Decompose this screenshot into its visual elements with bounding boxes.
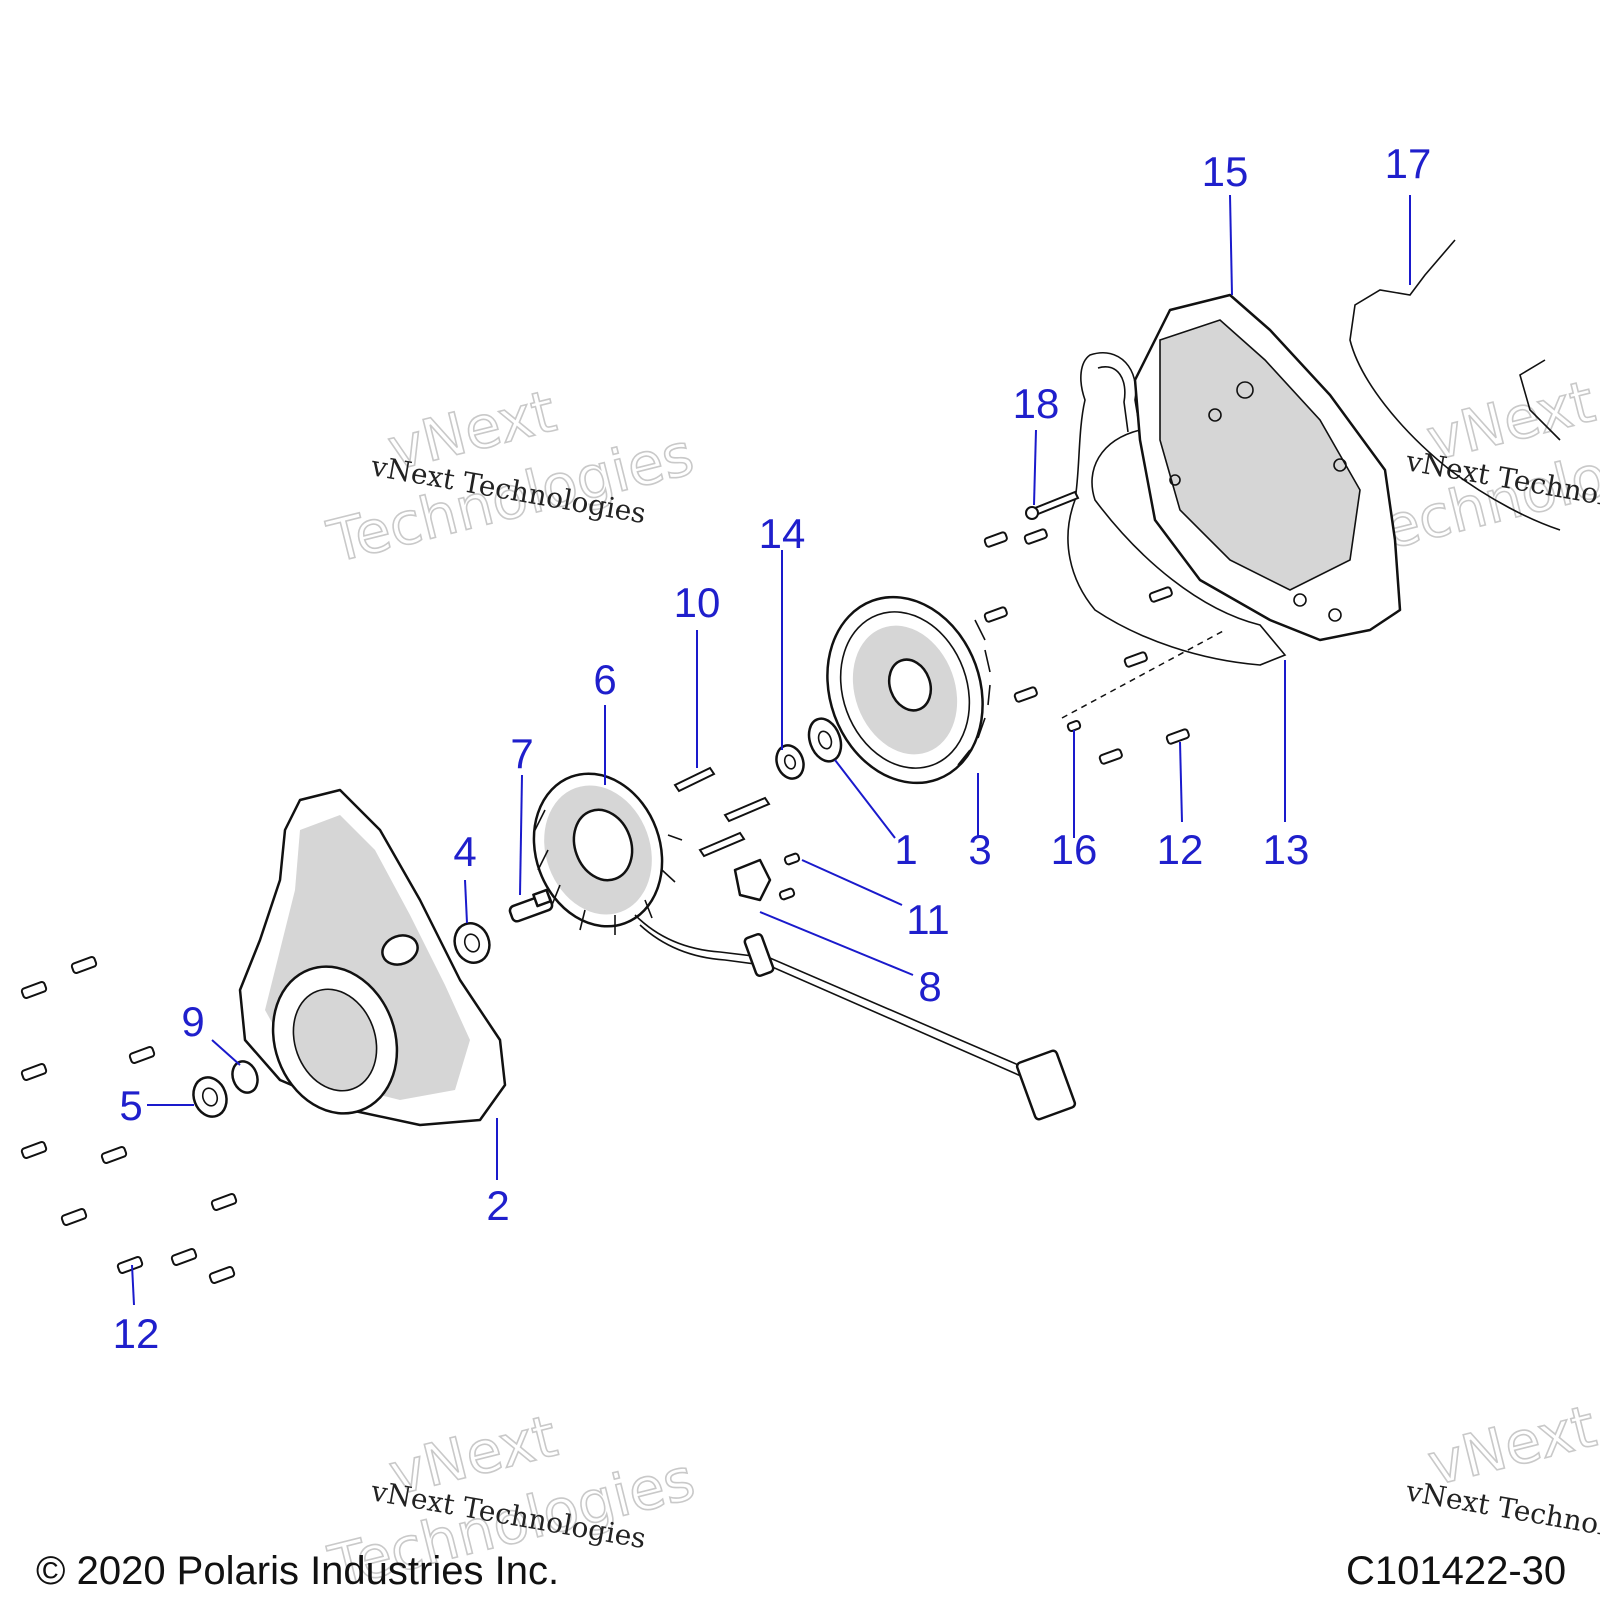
alignment-line [1061, 629, 1226, 719]
callout-label: 2 [486, 1182, 509, 1229]
callout-label: 11 [906, 896, 950, 943]
callout-label: 10 [674, 579, 721, 626]
small-bolt [1098, 748, 1123, 765]
long-bolt-1 [673, 766, 716, 793]
leader-lines [131, 194, 1411, 1306]
wiring-harness-part [634, 858, 1077, 1121]
callout-label: 18 [1013, 380, 1060, 427]
callout-label: 6 [593, 656, 616, 703]
outer-cover-part [1133, 293, 1402, 642]
screw-small [778, 887, 796, 901]
small-bolt [1148, 586, 1173, 603]
copyright-text: © 2020 Polaris Industries Inc. [36, 1549, 559, 1593]
stator-part [532, 772, 683, 935]
bolts-group [20, 490, 1190, 1284]
callout-label: 14 [759, 510, 806, 557]
small-bolt [1023, 528, 1048, 545]
callout-label: 8 [918, 963, 941, 1010]
callout-label: 16 [1051, 826, 1098, 873]
washer-part [807, 717, 843, 763]
nut-part [775, 744, 805, 780]
dowel-pin [1066, 720, 1082, 732]
flywheel-part [826, 595, 991, 785]
callout-label: 7 [510, 730, 533, 777]
seal-small-part [231, 1060, 259, 1094]
callout-label: 5 [119, 1082, 142, 1129]
small-bolt [1165, 728, 1190, 745]
watermark-small-bottom-right: vNext Technologies [1403, 1474, 1600, 1555]
long-bolt-2 [723, 796, 771, 823]
callout-label: 13 [1263, 826, 1310, 873]
small-bolt [983, 531, 1008, 548]
callout-label: 15 [1202, 148, 1249, 195]
bearing-part [453, 922, 491, 964]
callout-label: 9 [181, 998, 204, 1045]
inner-housing-part [238, 788, 507, 1127]
sensor-part [508, 888, 554, 923]
screw-small [783, 852, 801, 866]
callout-label: 17 [1385, 140, 1432, 187]
seal-wire-part [1349, 239, 1561, 531]
callout-label: 3 [968, 826, 991, 873]
grommet-part [192, 1076, 228, 1118]
figure-code: C101422-30 [1346, 1549, 1566, 1593]
small-bolt [1013, 686, 1038, 703]
callout-label: 12 [113, 1310, 160, 1357]
callout-label: 12 [1157, 826, 1204, 873]
small-bolt [983, 606, 1008, 623]
callout-label: 1 [894, 826, 917, 873]
long-bolt-3 [698, 831, 746, 858]
watermark-top-left: vNext Technologies [320, 376, 701, 577]
callout-label: 4 [453, 828, 476, 875]
small-bolt [1123, 651, 1148, 668]
callouts: 15 17 18 14 10 6 7 4 1 3 16 12 13 11 8 9… [113, 140, 1432, 1357]
gasket-part [1067, 352, 1287, 666]
